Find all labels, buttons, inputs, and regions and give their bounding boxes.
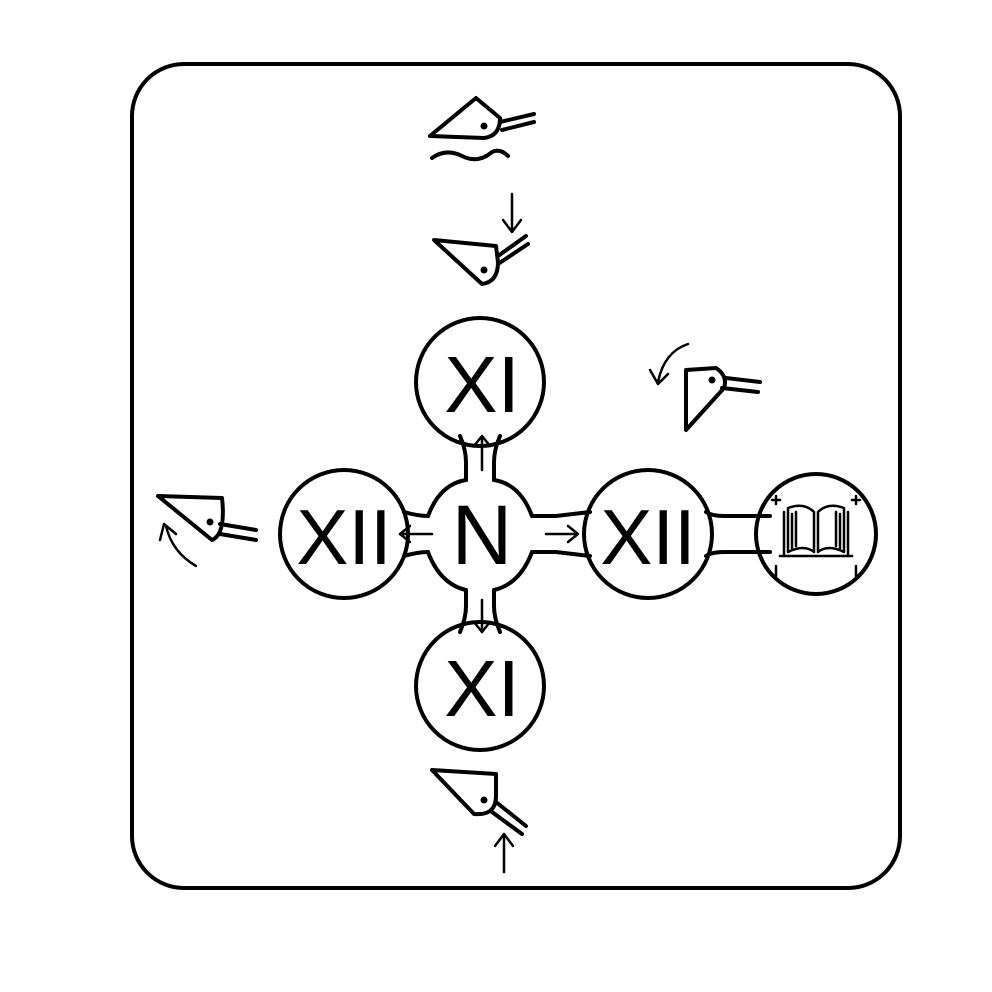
node-right-label: XII — [600, 493, 695, 581]
bucket-dump-icon — [648, 342, 762, 432]
bucket-curl-icon — [156, 494, 258, 568]
node-bottom: XI — [414, 620, 546, 752]
bucket-raise-icon — [430, 768, 528, 874]
node-right: XII — [582, 468, 714, 600]
node-neutral: N — [426, 478, 534, 592]
direction-arrows — [398, 434, 580, 634]
node-top-label: XI — [444, 340, 520, 429]
node-bottom-label: XI — [444, 644, 520, 733]
boom-lower-arrow — [501, 192, 523, 234]
node-neutral-label: N — [452, 488, 513, 582]
node-top: XI — [414, 316, 546, 448]
bucket-float-icon — [428, 96, 536, 162]
node-left: XII — [278, 468, 410, 600]
node-left-label: XII — [296, 493, 391, 581]
decal-frame — [130, 62, 902, 890]
open-book-icon — [778, 504, 854, 558]
node-manual — [754, 472, 878, 596]
bucket-lower-icon — [432, 234, 530, 286]
